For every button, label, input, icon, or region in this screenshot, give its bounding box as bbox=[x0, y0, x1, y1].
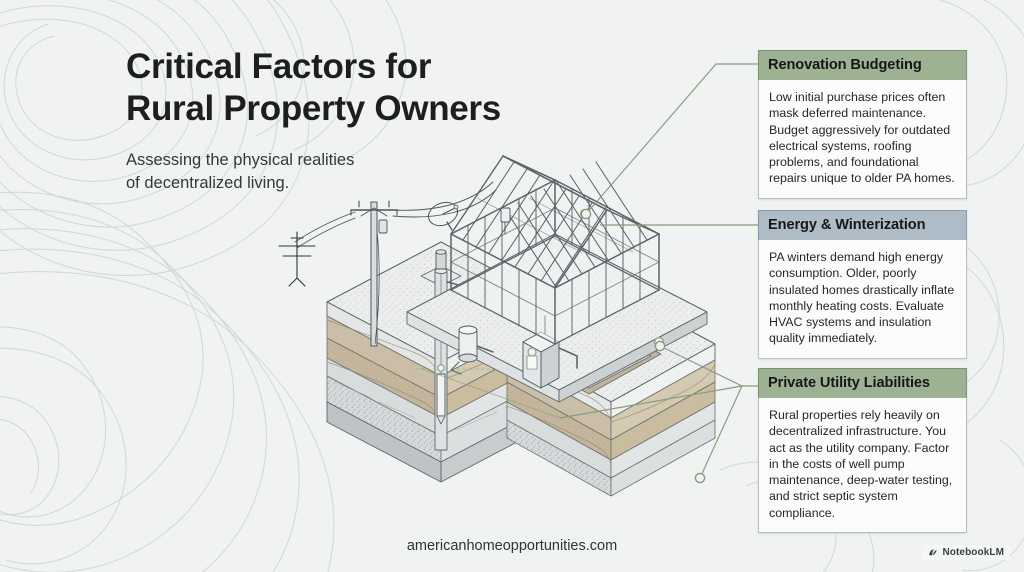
house-frame bbox=[450, 155, 660, 345]
card-title-energy: Energy & Winterization bbox=[758, 210, 967, 240]
card-body-utility: Rural properties rely heavily on decentr… bbox=[758, 398, 967, 534]
headline-block: Critical Factors for Rural Property Owne… bbox=[126, 46, 646, 195]
subtitle-line-1: Assessing the physical realities bbox=[126, 151, 355, 169]
subtitle-line-2: of decentralized living. bbox=[126, 174, 290, 192]
callout-card-energy-winterization[interactable]: Energy & Winterization PA winters demand… bbox=[758, 210, 967, 359]
notebooklm-label: NotebookLM bbox=[942, 547, 1004, 558]
page-title-line-1: Critical Factors for bbox=[126, 47, 432, 86]
footer-website-url: americanhomeopportunities.com bbox=[406, 538, 618, 554]
card-body-renovation: Low initial purchase prices often mask d… bbox=[758, 80, 967, 199]
callout-card-private-utility-liabilities[interactable]: Private Utility Liabilities Rural proper… bbox=[758, 368, 967, 534]
card-title-utility: Private Utility Liabilities bbox=[758, 368, 967, 398]
transmission-tower bbox=[278, 231, 316, 287]
isometric-property-illustration bbox=[278, 155, 716, 497]
page-title-line-2: Rural Property Owners bbox=[126, 89, 501, 128]
page-subtitle: Assessing the physical realities of dece… bbox=[126, 149, 646, 195]
notebooklm-logo-icon bbox=[929, 549, 938, 556]
notebooklm-badge: NotebookLM bbox=[921, 545, 1010, 560]
callout-card-renovation-budgeting[interactable]: Renovation Budgeting Low initial purchas… bbox=[758, 50, 967, 199]
card-title-renovation: Renovation Budgeting bbox=[758, 50, 967, 80]
pressure-tank bbox=[450, 325, 494, 375]
utility-pole bbox=[294, 181, 511, 347]
card-body-energy: PA winters demand high energy consumptio… bbox=[758, 240, 967, 359]
